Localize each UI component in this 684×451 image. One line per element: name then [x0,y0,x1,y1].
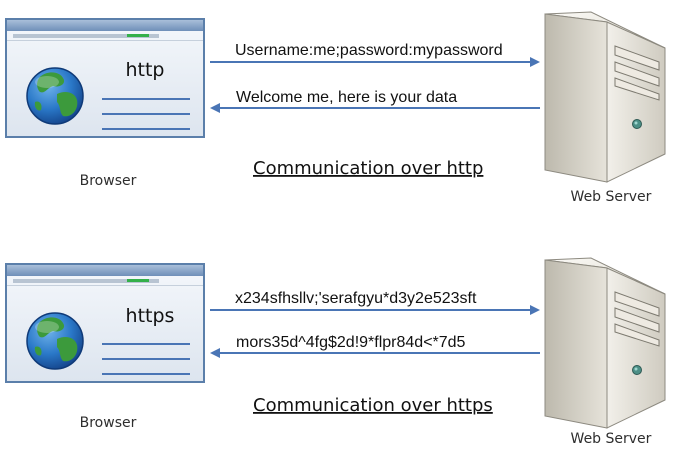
server-label: Web Server [571,431,652,447]
panel-http: http Browser Username:me;password:mypass… [4,11,666,205]
server-tower-icon [544,11,666,183]
response-text: mors35d^4fg$2d!9*flpr84d<*7d5 [236,334,466,351]
panel-https: https Browser x234sfhsllv;'serafgyu*d3y2… [4,257,666,447]
request-text: Username:me;password:mypassword [235,42,503,59]
browser-window-icon [4,262,206,384]
server-tower-icon [544,257,666,429]
browser-label: Browser [80,415,137,431]
browser-window-icon [4,17,206,139]
protocol-label: https [126,305,175,327]
caption: Communication over http [253,158,483,179]
protocol-label: http [125,59,164,81]
caption: Communication over https [253,395,493,416]
server-label: Web Server [571,189,652,205]
browser-label: Browser [80,173,137,189]
request-text: x234sfhsllv;'serafgyu*d3y2e523sft [235,290,477,307]
response-text: Welcome me, here is your data [236,89,457,106]
